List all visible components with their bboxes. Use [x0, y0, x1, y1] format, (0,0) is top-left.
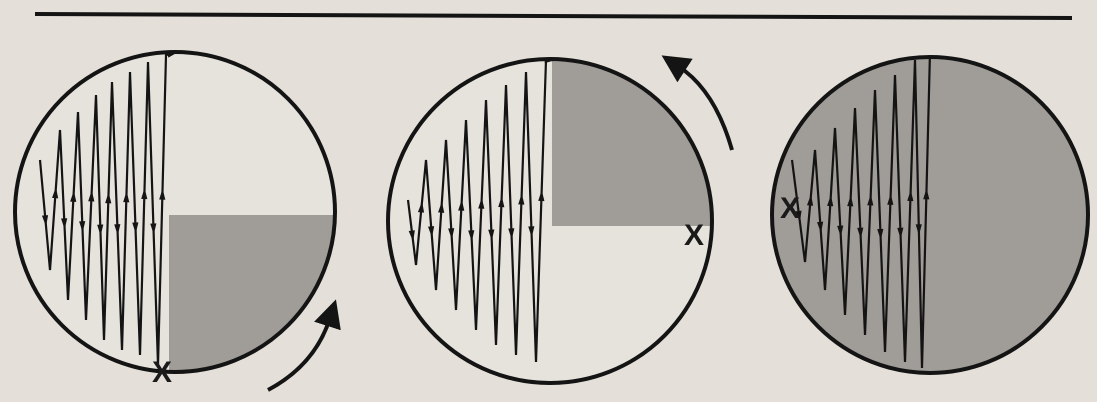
streak-arrowhead [929, 49, 941, 55]
plate-1: X [15, 52, 339, 389]
plate-2-marker: X [684, 219, 704, 252]
plate-1-shaded-quadrant [169, 215, 339, 385]
plate-3: X [772, 49, 1088, 373]
plate-2-shaded-quadrant [552, 50, 722, 226]
plate-2: X [388, 50, 722, 383]
plate-1-marker: X [152, 356, 172, 389]
plate-3-marker: X [780, 192, 800, 225]
top-rule [35, 14, 1072, 18]
